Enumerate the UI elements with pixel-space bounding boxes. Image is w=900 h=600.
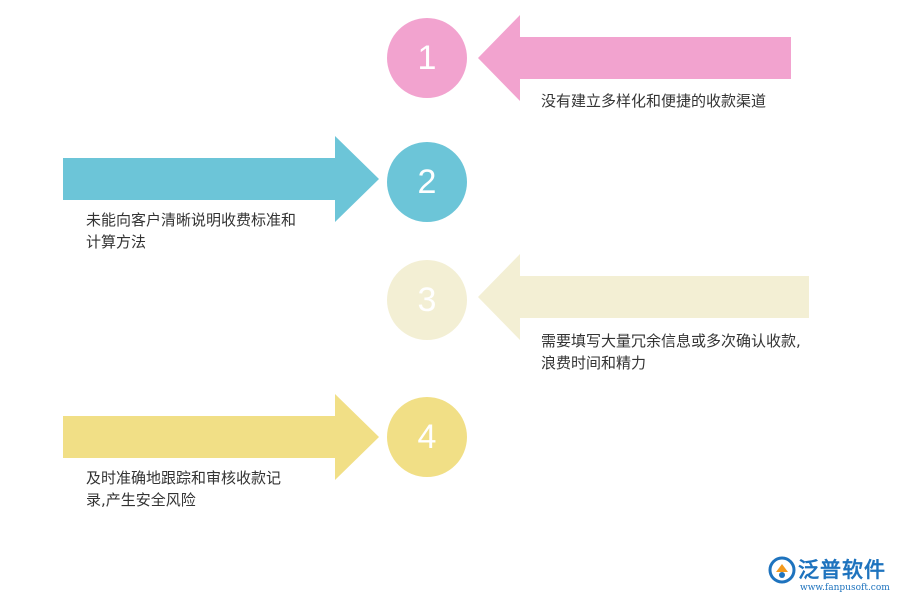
step-3-circle: 3 [387, 260, 467, 340]
brand-name: 泛普软件 [798, 558, 886, 582]
step-2-text-line-2: 计算方法 [86, 233, 147, 251]
step-3-text: 需要填写大量冗余信息或多次确认收款, 浪费时间和精力 [541, 330, 801, 374]
step-1-number: 1 [417, 39, 437, 77]
step-2-text: 未能向客户清晰说明收费标准和 计算方法 [86, 209, 296, 253]
step-1-arrow-left [478, 15, 793, 101]
step-2-number: 2 [417, 163, 437, 201]
fanpu-logo-icon [768, 556, 796, 584]
brand-url: www.fanpusoft.com [800, 583, 890, 593]
step-4-circle: 4 [387, 397, 467, 477]
step-3-text-line-1: 需要填写大量冗余信息或多次确认收款, [541, 332, 801, 350]
step-2-arrow-right [63, 136, 381, 222]
step-1-circle: 1 [387, 18, 467, 98]
step-3-text-line-2: 浪费时间和精力 [541, 354, 647, 372]
step-2-circle: 2 [387, 142, 467, 222]
step-4-arrow-right [63, 394, 381, 480]
step-4-text-line-2: 录,产生安全风险 [86, 491, 196, 509]
step-4-text: 及时准确地跟踪和审核收款记 录,产生安全风险 [86, 467, 281, 511]
step-1-text-line-1: 没有建立多样化和便捷的收款渠道 [541, 92, 767, 110]
step-3-arrow-left [478, 254, 811, 340]
step-2-text-line-1: 未能向客户清晰说明收费标准和 [86, 211, 297, 229]
step-3-number: 3 [417, 281, 437, 319]
step-1-text: 没有建立多样化和便捷的收款渠道 [541, 90, 766, 112]
brand-logo: 泛普软件 www.fanpusoft.com [768, 554, 896, 596]
step-4-text-line-1: 及时准确地跟踪和审核收款记 [86, 469, 282, 487]
step-4-number: 4 [417, 418, 437, 456]
